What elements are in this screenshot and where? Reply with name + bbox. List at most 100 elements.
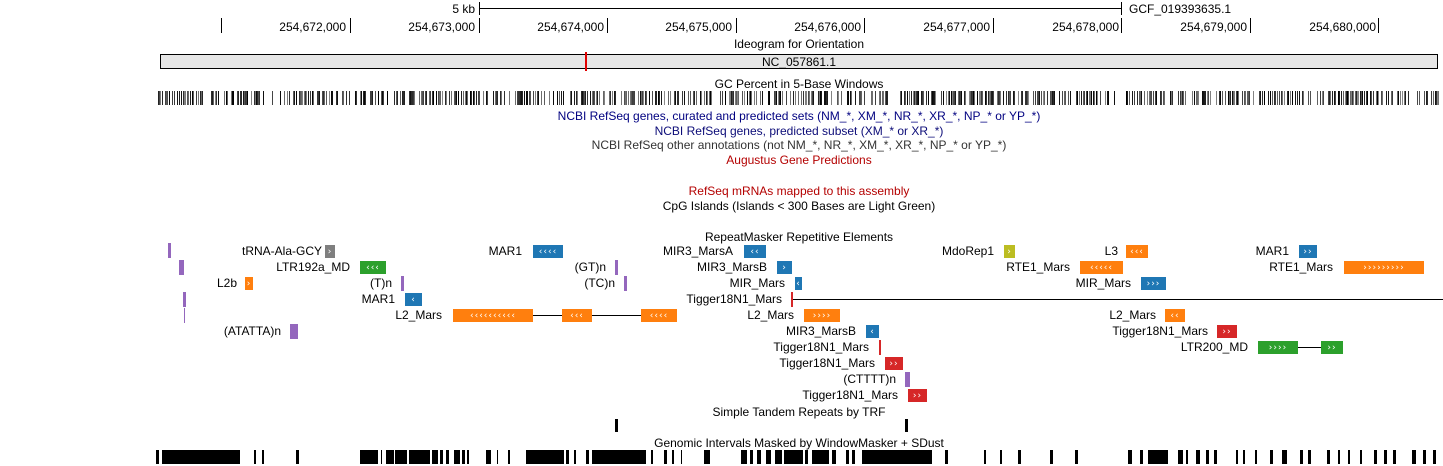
gc-window <box>1323 91 1324 105</box>
gc-window <box>678 91 679 105</box>
repeat-feature[interactable] <box>879 340 881 355</box>
repeat-label[interactable]: MAR1 <box>1255 244 1289 258</box>
gc-window <box>670 91 671 105</box>
ideogram[interactable]: NC_057861.1 <box>160 52 1438 71</box>
repeat-label[interactable]: MdoRep1 <box>941 244 994 258</box>
repeat-label[interactable]: Tigger18N1_Mars <box>779 356 875 370</box>
repeat-feature[interactable]: ›››› <box>804 309 840 322</box>
repeat-label[interactable]: (CTTTT)n <box>843 372 896 386</box>
repeat-label[interactable]: MAR1 <box>361 292 395 306</box>
gc-window <box>1330 91 1331 105</box>
repeat-feature[interactable]: ›››› <box>1258 341 1298 354</box>
repeat-feature[interactable]: ›› <box>1321 341 1343 354</box>
track-title-trf[interactable]: Simple Tandem Repeats by TRF <box>712 405 886 419</box>
repeat-feature[interactable]: ‹ <box>405 293 422 306</box>
repeat-feature[interactable]: ››››››››› <box>1344 261 1424 274</box>
repeat-feature[interactable] <box>184 308 185 323</box>
track-title-windowmasker[interactable]: Genomic Intervals Masked by WindowMasker… <box>654 436 944 450</box>
repeat-feature[interactable]: ››› <box>1141 277 1166 290</box>
gc-window <box>1204 91 1205 105</box>
repeat-feature[interactable] <box>791 292 793 307</box>
repeat-feature[interactable] <box>179 260 184 275</box>
repeat-label[interactable]: Tigger18N1_Mars <box>686 292 782 306</box>
repeat-label[interactable]: MAR1 <box>488 244 522 258</box>
gc-window <box>860 91 861 105</box>
repeat-feature[interactable]: ‹‹ <box>744 245 766 258</box>
gc-window <box>549 91 550 105</box>
repeat-feature[interactable]: ›› <box>1217 325 1237 338</box>
repeat-label[interactable]: MIR_Mars <box>729 276 785 290</box>
track-title-gc[interactable]: GC Percent in 5-Base Windows <box>714 77 884 91</box>
repeat-label[interactable]: (ATATTA)n <box>223 324 281 338</box>
repeat-feature[interactable]: ‹‹‹‹‹‹‹‹‹‹ <box>453 309 533 322</box>
repeat-label[interactable]: L2b <box>216 276 237 290</box>
repeat-label[interactable]: RTE1_Mars <box>1269 260 1333 274</box>
gc-window <box>411 91 412 105</box>
repeat-feature[interactable]: › <box>777 261 792 274</box>
repeat-feature[interactable]: ›› <box>1299 245 1317 258</box>
repeat-feature[interactable]: ‹‹‹ <box>360 261 386 274</box>
gc-window <box>378 91 379 105</box>
repeat-label[interactable]: MIR3_MarsA <box>662 244 733 258</box>
repeat-feature[interactable]: ‹‹‹‹ <box>533 245 563 258</box>
repeat-label[interactable]: tRNA-Ala-GCY <box>241 244 322 258</box>
ideogram-title[interactable]: Ideogram for Orientation <box>733 37 865 51</box>
repeat-feature[interactable] <box>624 276 627 291</box>
gc-window <box>775 91 776 105</box>
gc-window <box>243 91 244 105</box>
gc-window <box>1076 91 1077 105</box>
gc-window <box>421 91 422 105</box>
repeat-label[interactable]: (T)n <box>370 276 392 290</box>
repeat-feature[interactable] <box>905 372 910 387</box>
repeat-label[interactable]: MIR3_MarsB <box>785 324 856 338</box>
repeat-label[interactable]: L2_Mars <box>747 308 794 322</box>
repeat-feature[interactable]: ›› <box>908 389 927 402</box>
gc-window <box>432 91 433 105</box>
repeat-feature[interactable]: ‹‹‹ <box>562 309 592 322</box>
repeat-label[interactable]: Tigger18N1_Mars <box>802 388 898 402</box>
repeat-feature[interactable] <box>183 292 186 307</box>
trf-feature[interactable] <box>905 419 908 432</box>
repeat-label[interactable]: (GT)n <box>574 260 606 274</box>
repeat-feature[interactable] <box>168 243 171 258</box>
gc-window <box>179 91 180 105</box>
gc-window <box>658 91 659 105</box>
repeat-label[interactable]: L2_Mars <box>395 308 442 322</box>
repeat-label[interactable]: (TC)n <box>584 276 615 290</box>
repeat-label[interactable]: MIR_Mars <box>1075 276 1131 290</box>
masked-interval <box>454 450 460 464</box>
repeat-feature[interactable]: ‹‹‹‹ <box>641 309 677 322</box>
ruler-tick <box>864 18 865 33</box>
repeat-feature[interactable]: › <box>1004 245 1015 258</box>
repeat-feature[interactable]: ‹‹‹‹‹ <box>1080 261 1123 274</box>
track-title-refseq-pred[interactable]: NCBI RefSeq genes, predicted subset (XM_… <box>654 124 944 138</box>
repeat-feature[interactable]: ‹ <box>795 277 802 290</box>
gc-window <box>1086 91 1087 105</box>
repeat-feature[interactable] <box>615 260 618 275</box>
repeat-feature[interactable]: ‹‹‹ <box>1126 245 1148 258</box>
track-title-augustus[interactable]: Augustus Gene Predictions <box>726 153 872 167</box>
track-title-refseq-mrna[interactable]: RefSeq mRNAs mapped to this assembly <box>688 184 910 198</box>
repeat-feature[interactable]: ›› <box>885 357 903 370</box>
gc-window <box>486 91 487 105</box>
repeat-label[interactable]: LTR200_MD <box>1180 340 1248 354</box>
trf-feature[interactable] <box>615 419 618 432</box>
repeat-feature[interactable]: › <box>245 277 253 290</box>
track-title-refseq-all[interactable]: NCBI RefSeq genes, curated and predicted… <box>557 109 1041 123</box>
repeat-feature[interactable] <box>290 324 298 339</box>
repeat-feature[interactable]: ‹‹ <box>1165 309 1185 322</box>
repeat-label[interactable]: L3 <box>1104 244 1118 258</box>
repeat-label[interactable]: LTR192a_MD <box>276 260 350 274</box>
track-title-rmsk[interactable]: RepeatMasker Repetitive Elements <box>704 230 894 244</box>
repeat-feature[interactable]: ‹ <box>866 325 879 338</box>
track-title-cpg[interactable]: CpG Islands (Islands < 300 Bases are Lig… <box>662 199 936 213</box>
repeat-label[interactable]: Tigger18N1_Mars <box>1112 324 1208 338</box>
repeat-label[interactable]: L2_Mars <box>1109 308 1156 322</box>
repeat-feature[interactable] <box>401 276 404 291</box>
repeat-label[interactable]: Tigger18N1_Mars <box>773 340 869 354</box>
repeat-feature[interactable]: › <box>325 245 335 258</box>
repeat-label[interactable]: RTE1_Mars <box>1006 260 1070 274</box>
gc-window <box>466 91 467 105</box>
repeat-label[interactable]: MIR3_MarsB <box>696 260 767 274</box>
track-title-refseq-other[interactable]: NCBI RefSeq other annotations (not NM_*,… <box>591 138 1007 152</box>
